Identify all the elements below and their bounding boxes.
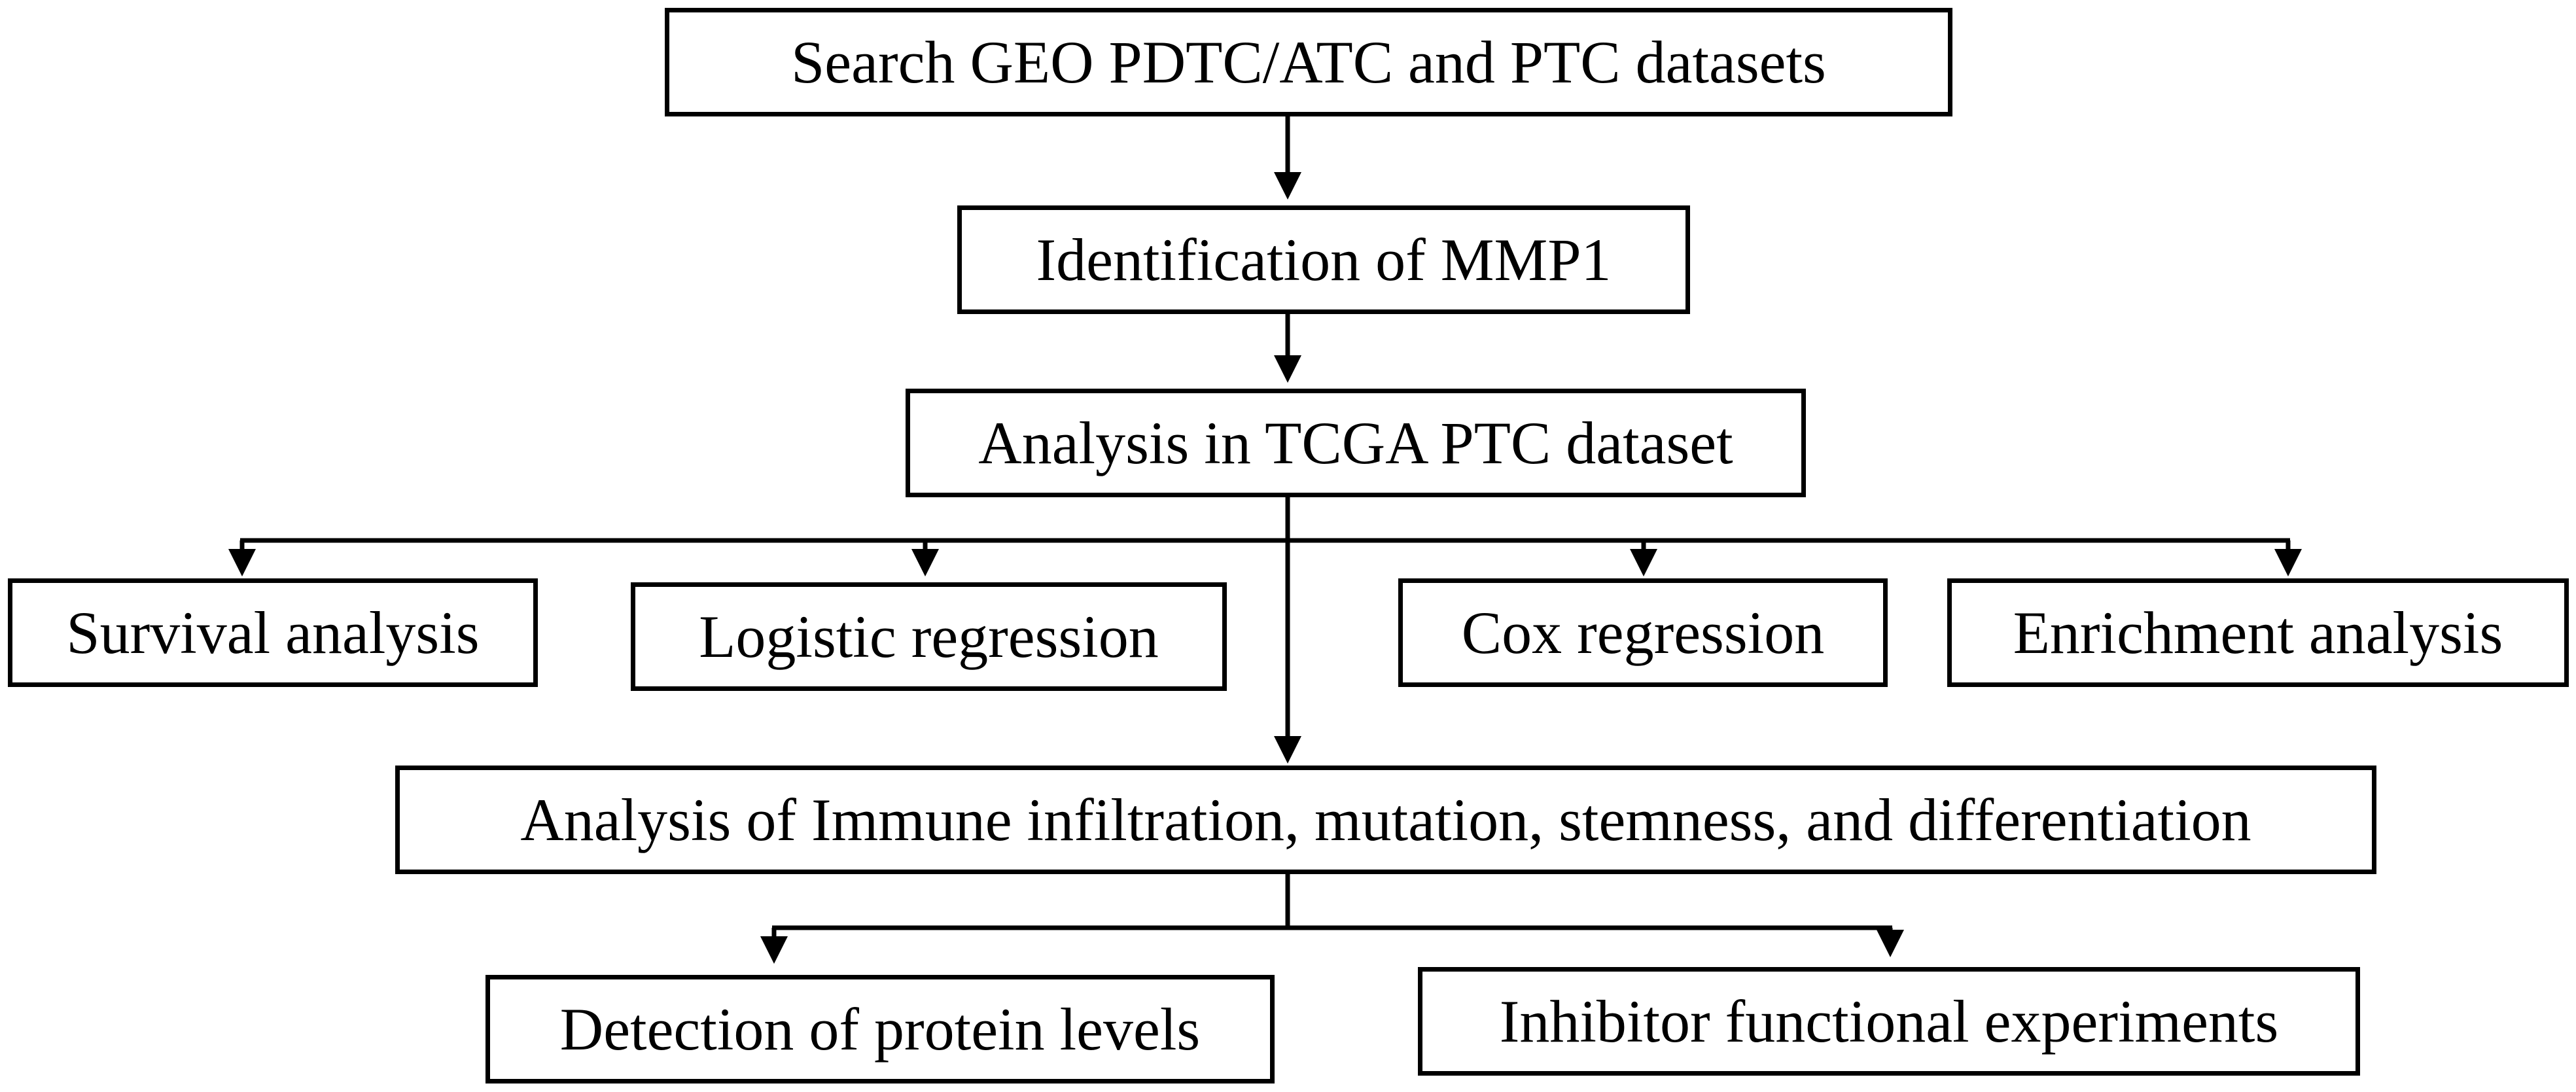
step-analysis-tcga: Analysis in TCGA PTC dataset bbox=[906, 389, 1806, 497]
step-immune-infiltration-analysis: Analysis of Immune infiltration, mutatio… bbox=[395, 766, 2376, 874]
step-survival-analysis: Survival analysis bbox=[8, 578, 538, 687]
step-enrichment-analysis: Enrichment analysis bbox=[1947, 578, 2569, 687]
step-identification-mmp1: Identification of MMP1 bbox=[957, 205, 1690, 314]
step-cox-regression: Cox regression bbox=[1398, 578, 1888, 687]
step-detection-protein-levels: Detection of protein levels bbox=[485, 975, 1275, 1083]
step-inhibitor-experiments: Inhibitor functional experiments bbox=[1418, 967, 2360, 1076]
step-logistic-regression: Logistic regression bbox=[631, 582, 1227, 691]
step-search-geo: Search GEO PDTC/ATC and PTC datasets bbox=[665, 8, 1952, 116]
